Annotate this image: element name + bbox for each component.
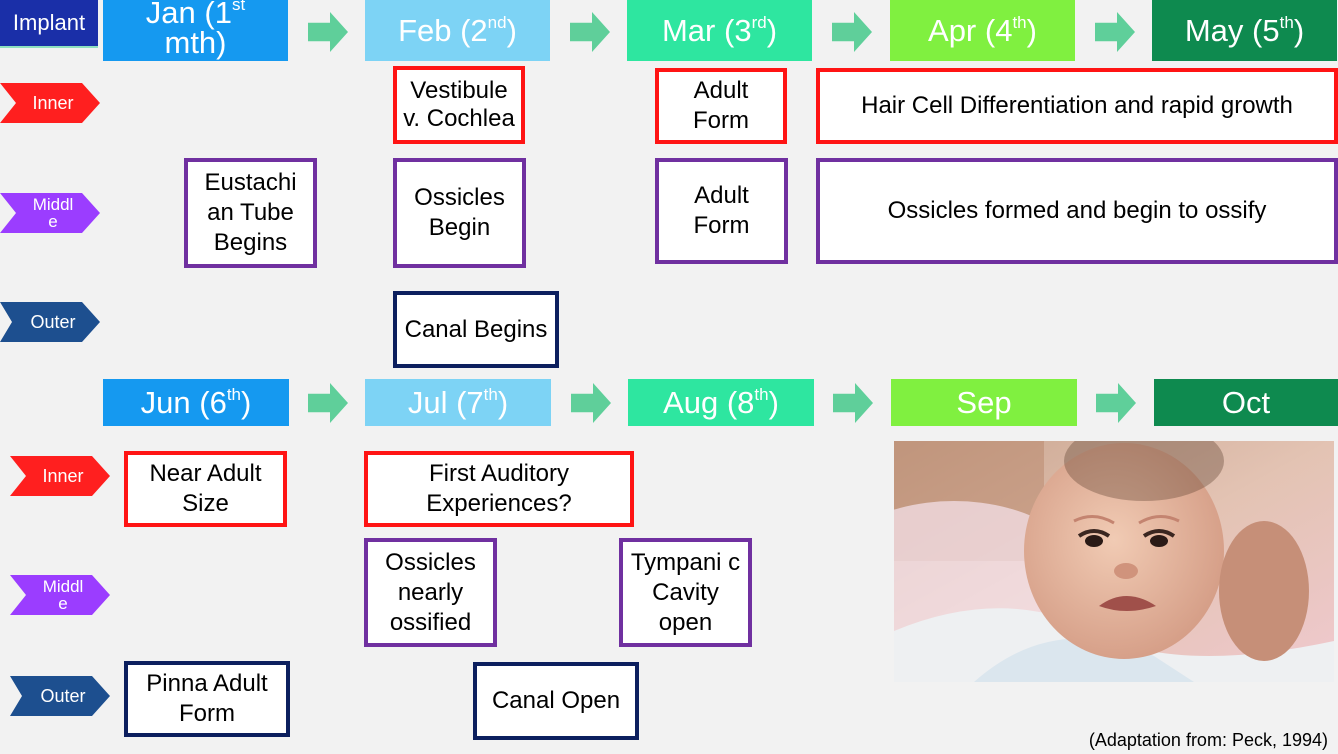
arrow-right-icon [308, 383, 348, 423]
implant-label: Implant [0, 0, 98, 48]
citation: (Adaptation from: Peck, 1994) [1088, 730, 1328, 750]
month-header-jul: Jul (7th) [365, 379, 551, 426]
arrow-right-icon [832, 12, 872, 52]
month-header-mar: Mar (3rd) [627, 0, 812, 61]
event-inner-feb: Vestibule v. Cochlea [393, 66, 525, 144]
month-header-oct: Oct [1154, 379, 1338, 426]
event-middle-aug: Tympani c Cavity open [619, 538, 752, 647]
arrow-right-icon [308, 12, 348, 52]
month-header-feb: Feb (2nd) [365, 0, 550, 61]
arrow-right-icon [571, 383, 611, 423]
crying-baby-image [894, 441, 1334, 682]
arrow-right-icon [1095, 12, 1135, 52]
event-middle-jul: Ossicles nearly ossified [364, 538, 497, 647]
baby-photo [894, 441, 1334, 682]
month-header-apr: Apr (4th) [890, 0, 1075, 61]
event-middle-apr-may: Ossicles formed and begin to ossify [816, 158, 1338, 264]
arrow-right-icon [1096, 383, 1136, 423]
event-middle-feb: Ossicles Begin [393, 158, 526, 268]
row-label-outer-2: Outer [10, 676, 110, 716]
row-label-inner: Inner [0, 83, 100, 123]
event-middle-mar: Adult Form [655, 158, 788, 264]
month-header-may: May (5th) [1152, 0, 1337, 61]
event-middle-jan: Eustachi an Tube Begins [184, 158, 317, 268]
month-header-sep: Sep [891, 379, 1077, 426]
event-outer-jul: Canal Open [473, 662, 639, 740]
event-outer-feb: Canal Begins [393, 291, 559, 368]
row-label-outer: Outer [0, 302, 100, 342]
row-label-inner-2: Inner [10, 456, 110, 496]
row-label-middle: Middl e [0, 193, 100, 233]
event-inner-jul: First Auditory Experiences? [364, 451, 634, 527]
arrow-right-icon [833, 383, 873, 423]
event-inner-mar: Adult Form [655, 68, 787, 144]
event-outer-jun: Pinna Adult Form [124, 661, 290, 737]
event-inner-jun: Near Adult Size [124, 451, 287, 527]
row-label-middle-2: Middl e [10, 575, 110, 615]
event-inner-apr-may: Hair Cell Differentiation and rapid grow… [816, 68, 1338, 144]
arrow-right-icon [570, 12, 610, 52]
month-header-aug: Aug (8th) [628, 379, 814, 426]
month-header-jun: Jun (6th) [103, 379, 289, 426]
